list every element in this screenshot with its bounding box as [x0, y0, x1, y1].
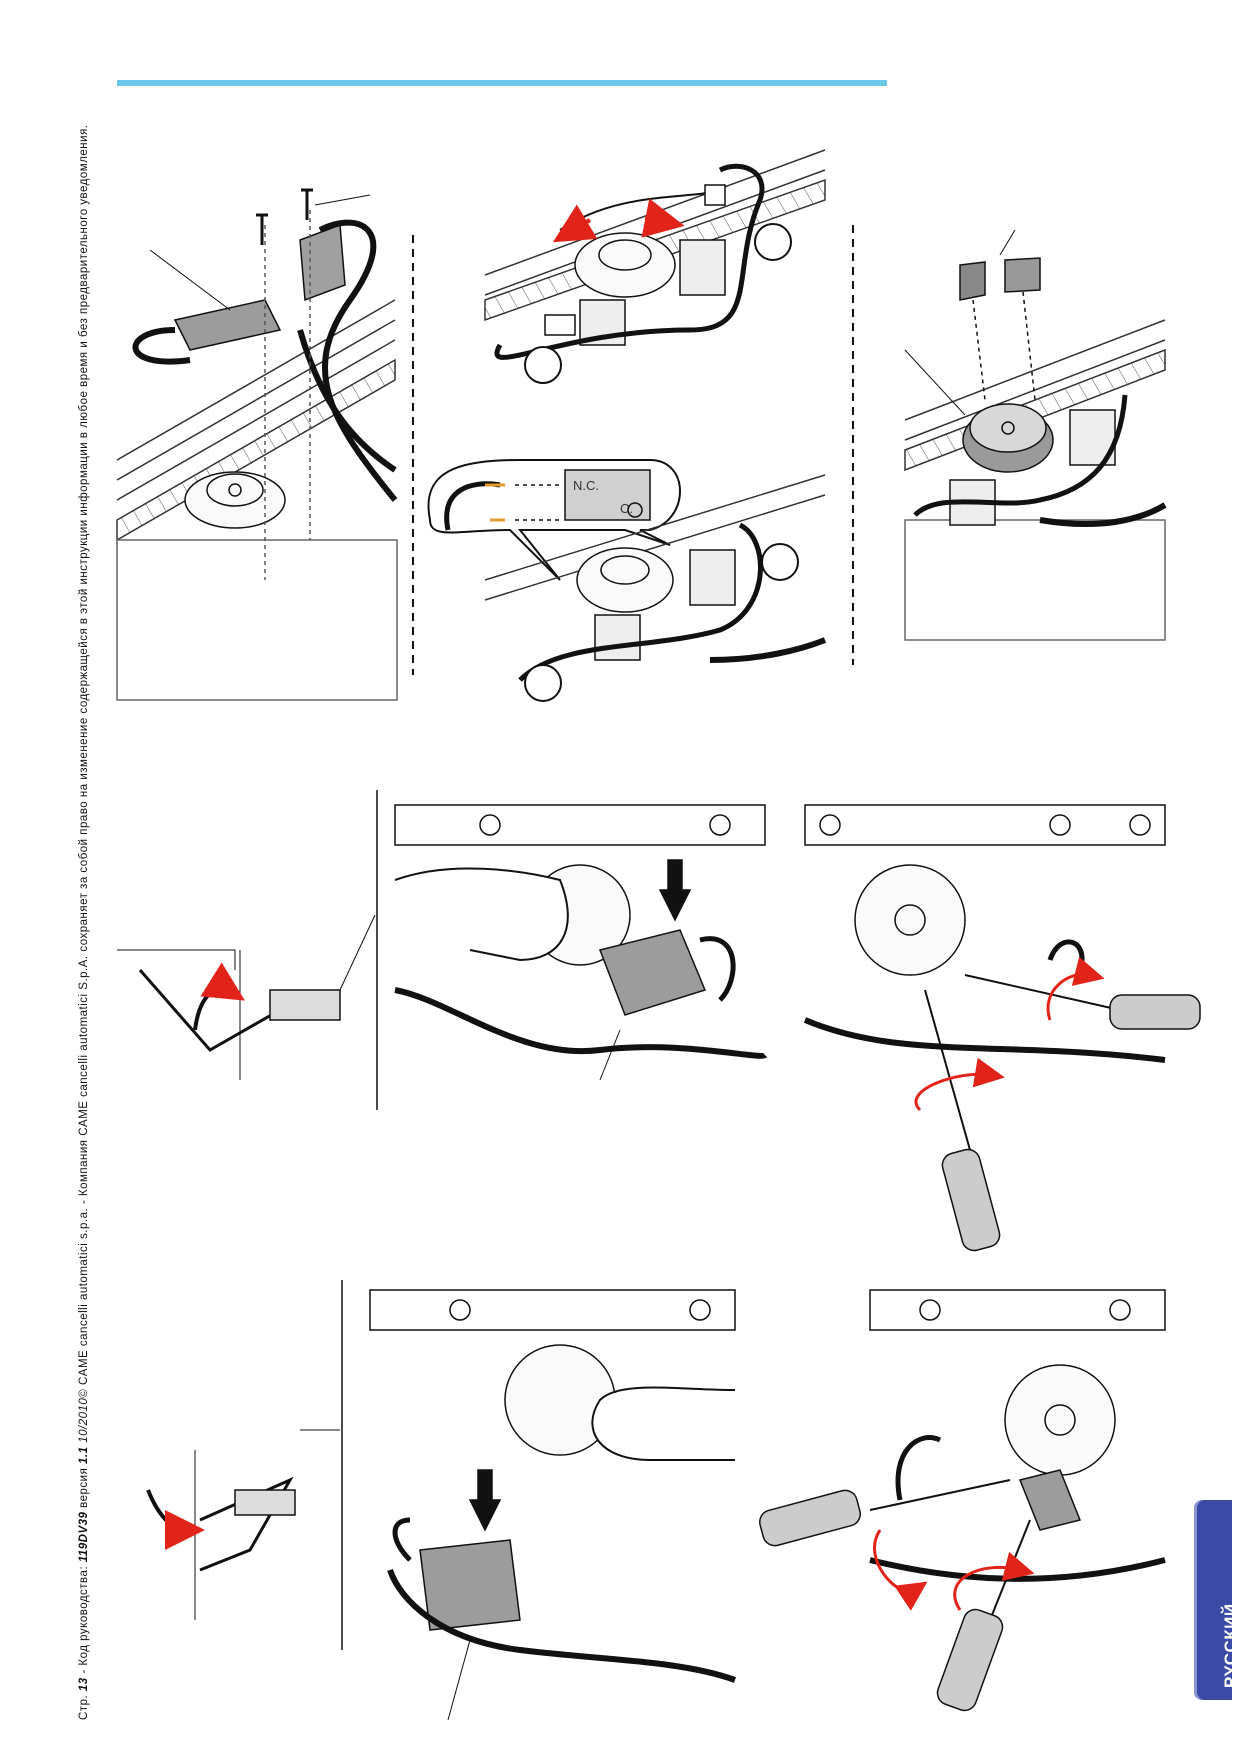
screwdriver-icon [758, 1489, 862, 1547]
rotation-arrow-icon [193, 962, 245, 1031]
figure-cam-adjust-screwdriver [803, 804, 1201, 1252]
screwdriver-icon [1109, 994, 1201, 1030]
screwdriver-icon [941, 1148, 1001, 1252]
hand-icon [394, 867, 569, 962]
screwdriver-icon [936, 1608, 1004, 1712]
down-arrow-icon [468, 1469, 502, 1532]
figure-cam-adjust-hand [394, 804, 768, 1081]
down-arrow-icon [658, 859, 692, 922]
contact-label-c: C. [620, 501, 633, 516]
figure-switch-removal [116, 188, 398, 701]
language-tab[interactable]: РУССКИЙ [1194, 1500, 1239, 1700]
figure-arm-closing [117, 790, 378, 1110]
figure-cam-adjust-hand-opening [369, 1289, 737, 1721]
figure-cam-adjust-screwdriver-opening [758, 1289, 1166, 1712]
contact-label-nc: N.C. [573, 478, 599, 493]
language-tab-label: РУССКИЙ [1221, 1603, 1239, 1688]
figure-cams [904, 229, 1167, 641]
figure-switch-connection [484, 149, 826, 384]
figure-switch-wiring: N.C. C. [427, 459, 827, 702]
figure-arm-opening [146, 1280, 343, 1650]
screw-icon [256, 213, 268, 245]
hand-icon [591, 1386, 736, 1461]
screw-icon [301, 188, 313, 220]
header-rule [117, 80, 887, 86]
rotation-arrow-icon [146, 1489, 205, 1550]
